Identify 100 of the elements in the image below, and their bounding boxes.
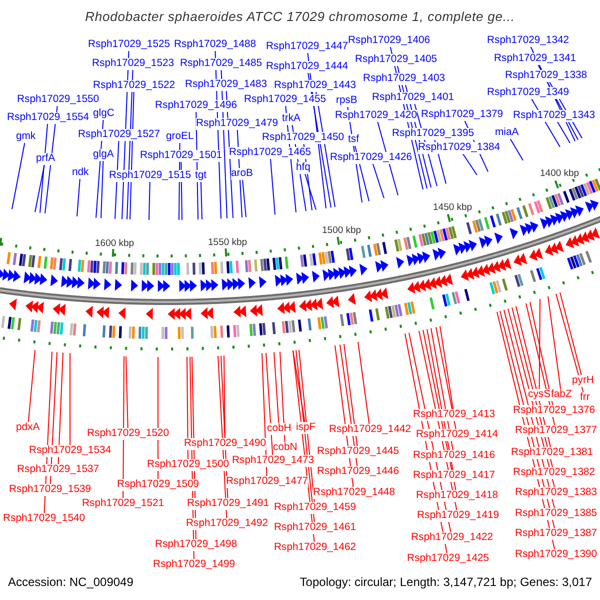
gene-label: Rsph17029_1465 [229,147,312,159]
gene-label: Rsph17029_1500 [147,459,230,471]
gene-label: Rsph17029_1509 [117,479,200,491]
gene-label: Rsph17029_1416 [413,450,496,462]
gene-label: Rsph17029_1447 [266,41,348,53]
leader-line [96,120,104,218]
gene-label: Rsph17029_1343 [513,110,596,122]
gene-label: Rsph17029_1450 [262,132,344,144]
gene-label: Rsph17029_1418 [416,490,498,502]
scale-label: 1600 kbp [95,238,134,249]
gene-label: Rsph17029_1446 [317,466,400,478]
gene-label: glgA [93,149,114,161]
gene-label: Rsph17029_1448 [313,487,396,499]
gene-label: groEL [166,131,194,143]
leader-line [344,344,358,446]
leader-line [510,138,524,161]
gene-label: Rsph17029_1488 [174,39,256,51]
leader-line [436,326,456,430]
leader-line [200,182,202,220]
gene-label: cobN [273,442,298,454]
gene-label: Rsph17029_1442 [329,424,412,436]
gene-label: Rsph17029_1382 [513,467,596,479]
gene-label: Rsph17029_1479 [196,118,278,130]
gene-label: Rsph17029_1349 [487,87,570,99]
gene-label: Rsph17029_1444 [266,61,348,73]
gene-label: Rsph17029_1534 [29,445,112,457]
scale-label: 1500 kbp [322,225,362,236]
leader-line [242,180,246,218]
gene-label: Rsph17029_1473 [232,455,314,467]
gene-label: Rsph17029_1483 [185,79,268,91]
leader-line [304,174,316,210]
gene-label: Rsph17029_1419 [417,510,500,522]
leader-line [274,352,280,424]
gene-label: Rsph17029_1499 [153,559,236,571]
gene-label: gmk [16,131,36,143]
leader-line [100,160,104,219]
gene-label: Rsph17029_1498 [155,539,238,551]
gene-label: Rsph17029_1540 [3,513,86,525]
gene-label: Rsph17029_1550 [17,94,100,106]
gene-label: Rsph17029_1554 [7,112,90,124]
gene-label: cobH [267,423,292,435]
gene-label: Rsph17029_1379 [421,109,504,121]
gene-label: Rsph17029_1521 [82,498,164,510]
gene-label: Rsph17029_1520 [87,428,170,440]
gene-label: Rsph17029_1490 [184,438,266,450]
leader-line [34,164,45,213]
gene-label: rpsB [336,95,358,107]
leader-line [28,350,36,422]
gene-label: Rsph17029_1426 [330,152,412,164]
gene-label: tsf [348,134,359,146]
gene-label: Rsph17029_1387 [515,528,598,540]
diagram-title: Rhodobacter sphaeroides ATCC 17029 chromosome 1, complete ge... [84,9,516,24]
gene-label: Rsph17029_1515 [109,170,192,182]
gene-label: Rsph17029_1420 [335,110,418,122]
gene-label: Rsph17029_1403 [363,73,446,85]
leader-line [557,122,570,144]
gene-label: Rsph17029_1342 [487,35,570,47]
gene-label: pyrH [572,375,594,387]
gene-label: Rsph17029_1381 [511,447,594,459]
gene-label: tgt [195,170,207,182]
gene-label: aroB [231,168,253,180]
leader-line [560,292,582,376]
gene-label: pdxA [16,422,40,434]
gene-label: Rsph17029_1527 [78,129,160,141]
leader-line [358,341,370,424]
gene-label: Rsph17029_1501 [140,150,222,162]
gene-label: Rsph17029_1443 [274,80,356,92]
leader-line [298,349,315,502]
gene-label: Rsph17029_1477 [226,476,308,488]
gene-label: Rsph17029_1383 [515,487,598,499]
gene-label: Rsph17029_1341 [494,53,576,65]
gene-label: Rsph17029_1462 [274,542,356,554]
leader-line [556,293,584,392]
gene-label: Rsph17029_1376 [513,405,596,417]
gene-label: Rsph17029_1455 [244,94,326,106]
scale-label: 1450 kbp [433,202,472,213]
leader-line [440,326,454,410]
leader-line [530,302,554,406]
genome-summary-text: Topology: circular; Length: 3,147,721 bp; Genes: 3,017 [300,575,592,589]
gene-label: hfq [296,162,310,174]
gene-label: Rsph17029_1459 [274,502,356,514]
leader-line [372,164,384,199]
leader-line [270,158,276,216]
gene-label: Rsph17029_1522 [93,80,176,92]
scale-label: 1550 kbp [208,237,248,248]
gene-label: Rsph17029_1425 [407,553,490,565]
leader-line [76,178,80,217]
gene-label: Rsph17029_1422 [411,532,494,544]
leader-line [148,182,150,220]
gene-label: trkA [282,113,300,125]
gene-label: Rsph17029_1406 [348,35,430,47]
gene-label: Rsph17029_1401 [372,92,454,104]
leader-line [548,296,562,390]
gene-label: Rsph17029_1523 [92,58,174,70]
leader-line [266,352,274,456]
gene-label: Rsph17029_1377 [515,425,598,437]
gene-label: ispF [296,422,316,434]
scale-label: 1400 kbp [540,168,580,179]
gene-label: Rsph17029_1414 [416,429,498,441]
gene-label: fabZ [551,389,572,401]
